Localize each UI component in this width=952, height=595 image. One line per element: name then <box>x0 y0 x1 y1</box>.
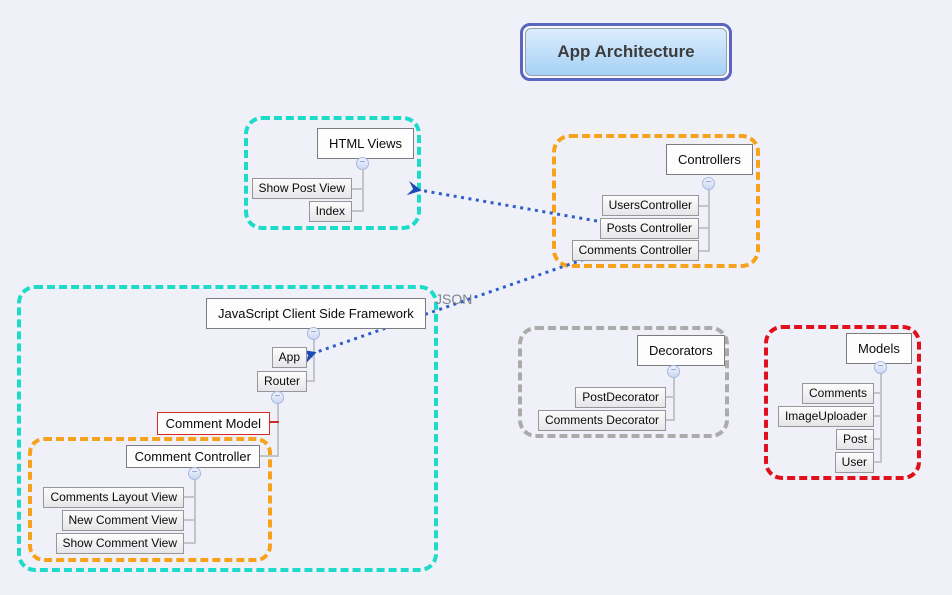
tree-connectors <box>183 165 882 544</box>
node-comments-controller[interactable]: Comments Controller <box>571 240 699 261</box>
node-show-post-view[interactable]: Show Post View <box>251 178 352 199</box>
collapse-button-router[interactable]: − <box>271 391 284 404</box>
node-image-uploader[interactable]: ImageUploader <box>777 406 874 427</box>
node-comments-model[interactable]: Comments <box>801 383 874 404</box>
title-node[interactable]: App Architecture <box>520 23 732 81</box>
node-posts-controller[interactable]: Posts Controller <box>599 218 699 239</box>
node-comment-model[interactable]: Comment Model <box>156 412 270 435</box>
node-html-views[interactable]: HTML Views <box>317 128 414 159</box>
node-app[interactable]: App <box>271 347 307 368</box>
node-post-decorator[interactable]: PostDecorator <box>575 387 666 408</box>
group-comment-controller[interactable] <box>28 437 272 562</box>
collapse-button-controllers[interactable]: − <box>702 177 715 190</box>
group-models[interactable] <box>764 325 921 480</box>
node-users-controller[interactable]: UsersController <box>601 195 699 216</box>
arrow-label-json: JSON <box>435 291 473 307</box>
node-js-framework[interactable]: JavaScript Client Side Framework <box>206 298 426 329</box>
node-comments-decorator[interactable]: Comments Decorator <box>537 410 666 431</box>
node-index[interactable]: Index <box>308 201 352 222</box>
node-post-model[interactable]: Post <box>835 429 874 450</box>
node-user-model[interactable]: User <box>834 452 874 473</box>
arrow-posts-controller-to-html-views[interactable] <box>406 180 598 223</box>
node-new-comment-view[interactable]: New Comment View <box>61 510 184 531</box>
node-router[interactable]: Router <box>256 371 307 392</box>
group-controllers[interactable] <box>552 134 760 268</box>
node-comment-controller[interactable]: Comment Controller <box>125 445 260 468</box>
group-decorators[interactable] <box>518 326 729 438</box>
node-comments-layout-view[interactable]: Comments Layout View <box>43 487 184 508</box>
node-decorators[interactable]: Decorators <box>637 335 725 366</box>
group-js-framework[interactable] <box>17 285 438 572</box>
collapse-button-comment-controller[interactable]: − <box>188 467 201 480</box>
arrow-comments-controller-to-app[interactable] <box>300 250 606 364</box>
collapse-button-decorators[interactable]: − <box>667 365 680 378</box>
page-title: App Architecture <box>525 28 727 76</box>
collapse-button-js-framework[interactable]: − <box>307 327 320 340</box>
node-models[interactable]: Models <box>846 333 912 364</box>
collapse-button-models[interactable]: − <box>874 361 887 374</box>
collapse-button-html-views[interactable]: − <box>356 157 369 170</box>
node-controllers[interactable]: Controllers <box>666 144 753 175</box>
node-show-comment-view[interactable]: Show Comment View <box>55 533 184 554</box>
group-html-views[interactable] <box>244 116 421 230</box>
